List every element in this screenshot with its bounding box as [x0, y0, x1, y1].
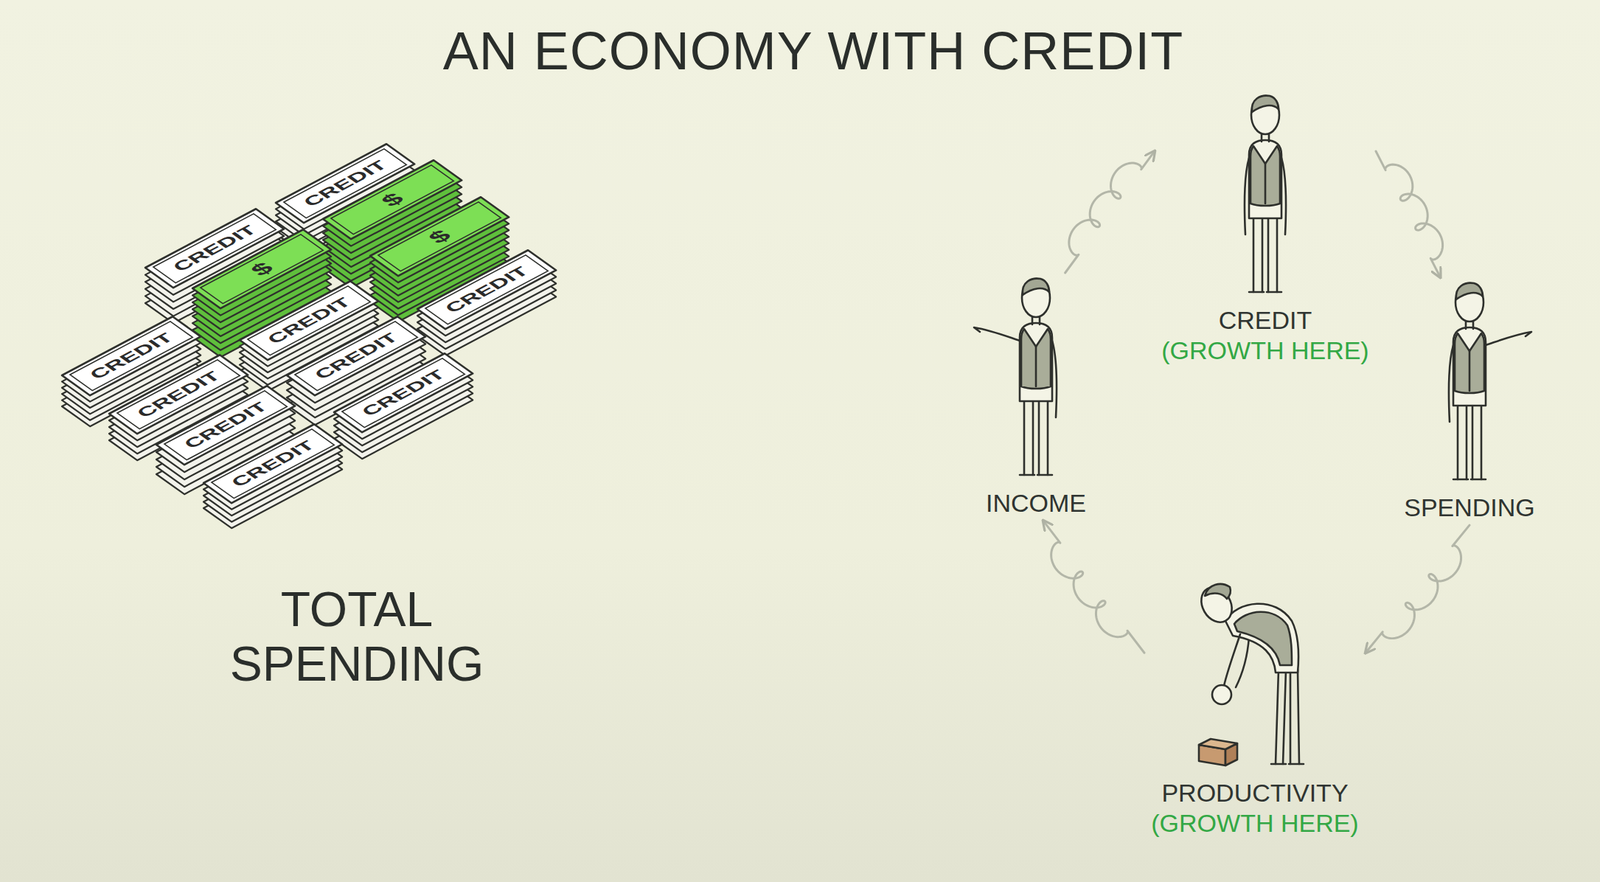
- figure-label: PRODUCTIVITY: [1150, 778, 1360, 808]
- money-stack: [417, 249, 556, 356]
- ball: [1212, 684, 1232, 705]
- caption-holder: TOTAL SPENDING: [187, 582, 527, 692]
- figure-arm: [1235, 637, 1250, 688]
- curly-arrow: [1375, 151, 1443, 278]
- curly-arrow: [1043, 520, 1145, 653]
- figure-legs: [1275, 669, 1300, 764]
- figure-arm: [1223, 634, 1241, 686]
- figure-arm: [974, 327, 1020, 341]
- stick-figure: [1244, 95, 1286, 292]
- growth-note: (GROWTH HERE): [1160, 336, 1370, 365]
- vest-line: [1035, 346, 1038, 387]
- figure-legs: [1457, 404, 1482, 480]
- figure-feet: [1019, 474, 1053, 477]
- figure-head: [1021, 278, 1050, 318]
- figure-legs: [1253, 216, 1278, 292]
- figure-art: [1403, 280, 1536, 483]
- figure-label: SPENDING: [1402, 493, 1537, 523]
- total-label: TOTAL SPENDING: [187, 582, 527, 692]
- growth-note: (GROWTH HERE): [1150, 808, 1360, 838]
- figure-body: [1453, 327, 1486, 406]
- curly-arrow: [1365, 524, 1470, 653]
- figure-body: [1019, 322, 1053, 402]
- bill-text: $: [246, 259, 278, 279]
- vest-line: [1264, 163, 1267, 204]
- bill-border: [425, 255, 548, 325]
- figure-vest: [1454, 333, 1485, 393]
- figure-arm: [1448, 345, 1454, 422]
- figure-hair: [1022, 278, 1050, 295]
- figure-feet: [1453, 478, 1486, 481]
- figure-legs: [1024, 399, 1048, 475]
- bill-face: [203, 423, 343, 503]
- figure-art: [969, 275, 1103, 479]
- figure-vest: [1250, 145, 1280, 206]
- curly-arrow: [1065, 151, 1155, 273]
- stick-figure: [974, 278, 1057, 475]
- figure-feet: [1249, 291, 1282, 294]
- bill-face: [417, 249, 556, 329]
- figure-hair: [1204, 583, 1231, 599]
- figure-body: [1225, 603, 1299, 673]
- bill-border: [342, 358, 465, 428]
- bill-face: [334, 353, 473, 433]
- figure-label: INCOME: [968, 488, 1104, 518]
- money-stack: [203, 423, 343, 528]
- figure-arm: [1281, 157, 1286, 235]
- title-block: AN ECONOMY WITH CREDIT: [297, 20, 1330, 82]
- figure-head: [1195, 581, 1238, 628]
- bill-text: $: [376, 190, 408, 210]
- figure-node: INCOME: [962, 272, 1109, 521]
- figure-head: [1455, 283, 1484, 322]
- title: AN ECONOMY WITH CREDIT: [297, 20, 1330, 82]
- bill-face: [370, 196, 509, 276]
- figure-body: [1249, 140, 1282, 219]
- vest-line: [1468, 350, 1471, 391]
- figure-hair: [1251, 95, 1279, 113]
- figure-label: CREDIT: [1160, 305, 1370, 335]
- figure-arm: [1052, 340, 1057, 418]
- figure-vest: [1234, 611, 1292, 666]
- figure-head: [1251, 95, 1280, 135]
- figure-art: [1198, 92, 1332, 296]
- bill-border: [211, 429, 335, 499]
- figure-hair: [1456, 283, 1483, 300]
- figure-arm: [1485, 331, 1532, 346]
- figure-node: PRODUCTIVITY(GROWTH HERE): [1144, 572, 1366, 841]
- figure-arm: [1244, 157, 1250, 235]
- bill-text: $: [423, 227, 455, 247]
- stick-figure: [1195, 581, 1304, 766]
- box-top: [1198, 738, 1238, 750]
- figure-vest: [1021, 328, 1051, 389]
- figure-art: [1188, 575, 1322, 769]
- stick-figure: [1448, 283, 1532, 480]
- figure-node: CREDIT(GROWTH HERE): [1154, 89, 1376, 368]
- figure-feet: [1271, 763, 1304, 766]
- figure-node: SPENDING: [1396, 277, 1543, 525]
- money-stack: [334, 353, 473, 459]
- bill-border: [378, 202, 501, 272]
